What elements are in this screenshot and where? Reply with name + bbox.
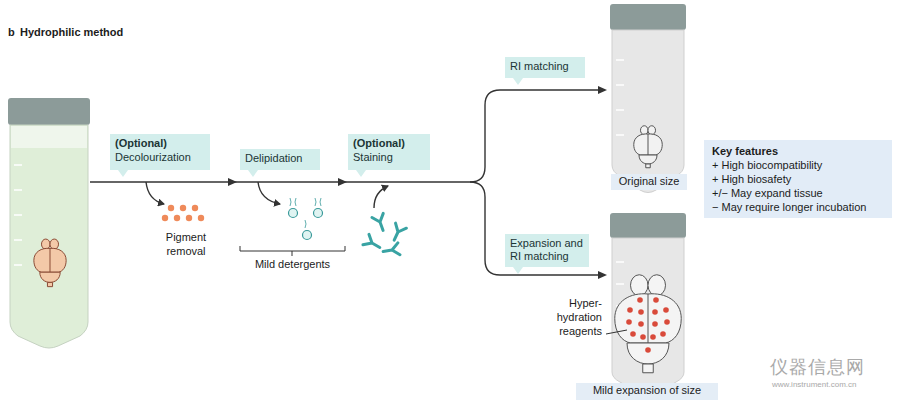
step-callout: Expansion and RI matching bbox=[505, 234, 589, 268]
node-text: Decolourization bbox=[115, 151, 205, 165]
node-text: Mild expansion of size bbox=[580, 384, 714, 398]
annotation: Hyper-hydration reagents bbox=[544, 297, 602, 338]
size-tag: Mild expansion of size bbox=[576, 383, 718, 400]
tube-expanded bbox=[606, 213, 686, 396]
node-text: Original size bbox=[615, 175, 683, 189]
node-text: + High biosafety bbox=[712, 172, 884, 186]
annotation: Pigment removal bbox=[150, 231, 222, 259]
pigment-dots bbox=[162, 205, 204, 221]
tube-left bbox=[8, 98, 90, 348]
process-flow bbox=[90, 90, 600, 275]
panel-title: Hydrophilic method bbox=[20, 26, 123, 40]
node-text: +/− May expand tissue bbox=[712, 186, 884, 200]
step-callout: (Optional)Staining bbox=[348, 134, 430, 170]
step-callout: (Optional)Decolourization bbox=[110, 134, 210, 170]
key-features-box: Key features+ High biocompatibility+ Hig… bbox=[704, 140, 892, 218]
watermark: www.instrument.com.cn bbox=[772, 380, 892, 390]
node-text: Key features bbox=[712, 144, 884, 158]
panel-letter: b bbox=[8, 26, 20, 40]
node-text: + High biocompatibility bbox=[712, 158, 884, 172]
node-text: (Optional) bbox=[115, 137, 205, 151]
node-text: RI matching bbox=[510, 60, 580, 74]
tube-original bbox=[610, 4, 686, 193]
watermark: 仪器信息网 bbox=[770, 356, 890, 379]
node-text: (Optional) bbox=[353, 137, 425, 151]
step-callout: Delipidation bbox=[240, 149, 320, 170]
detergent-micelles bbox=[289, 198, 323, 240]
antibodies bbox=[363, 213, 406, 257]
node-text: Expansion and RI matching bbox=[510, 237, 584, 265]
annotation: Mild detergents bbox=[240, 258, 345, 272]
node-text: − May require longer incubation bbox=[712, 200, 884, 214]
size-tag: Original size bbox=[611, 174, 687, 190]
arrowheads bbox=[228, 86, 607, 279]
step-callout: RI matching bbox=[505, 57, 585, 78]
leader-line bbox=[606, 330, 627, 334]
node-text: Staining bbox=[353, 151, 425, 165]
node-text: Delipidation bbox=[245, 152, 315, 166]
